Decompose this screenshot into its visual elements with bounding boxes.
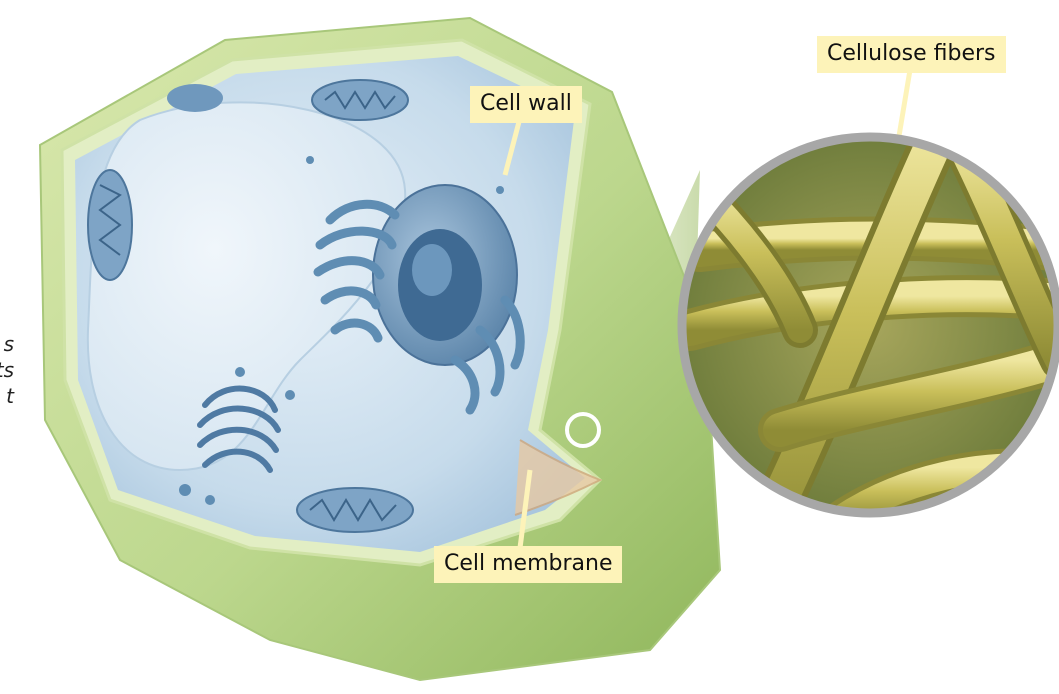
- cell-wall-label: Cell wall: [470, 86, 582, 123]
- organelle: [167, 84, 223, 112]
- cropped-text-line: ts: [0, 358, 14, 382]
- mitochondrion: [297, 488, 413, 532]
- cellulose-magnification: [682, 130, 1059, 540]
- chloroplast: [88, 170, 132, 280]
- cropped-side-text: s ts t: [0, 331, 14, 409]
- cellulose-fibers-label: Cellulose fibers: [817, 36, 1006, 73]
- cell-membrane-label: Cell membrane: [434, 546, 622, 583]
- cropped-text-line: t: [6, 384, 14, 408]
- cropped-text-line: s: [4, 332, 14, 356]
- mitochondrion: [312, 80, 408, 120]
